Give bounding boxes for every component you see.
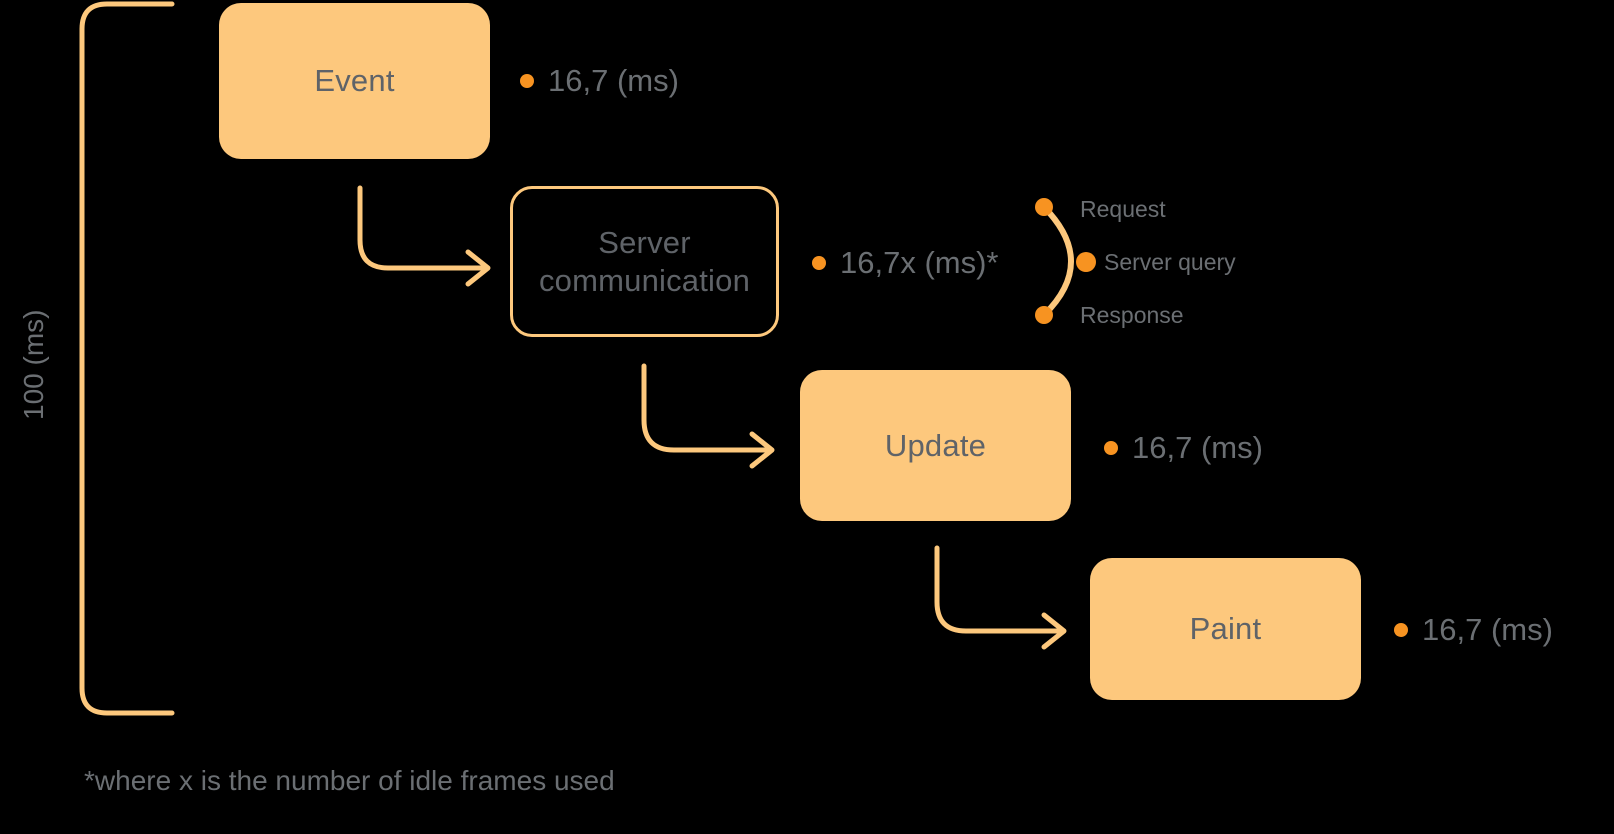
metric-event-value: 16,7 (ms) bbox=[548, 63, 679, 98]
node-paint[interactable]: Paint bbox=[1090, 558, 1361, 700]
metric-server-communication-value: 16,7x (ms)* bbox=[840, 245, 999, 280]
request-dot bbox=[1035, 198, 1053, 216]
server-stage-request-label: Request bbox=[1080, 196, 1166, 222]
metric-server-communication: 16,7x (ms)* bbox=[812, 245, 998, 281]
metric-bullet-dot bbox=[520, 74, 534, 88]
server-stage-response-label: Response bbox=[1080, 302, 1184, 328]
node-server-communication-label: Server communication bbox=[538, 224, 751, 298]
footnote: *where x is the number of idle frames us… bbox=[84, 765, 615, 796]
node-paint-label: Paint bbox=[1189, 611, 1262, 647]
metric-event: 16,7 (ms) bbox=[520, 63, 679, 99]
metric-update: 16,7 (ms) bbox=[1104, 430, 1263, 466]
time-axis-label: 100 (ms) bbox=[18, 309, 49, 420]
node-server-communication[interactable]: Server communication bbox=[510, 186, 779, 337]
connector-event-to-server bbox=[357, 185, 491, 287]
server-stage-server-query-label: Server query bbox=[1104, 249, 1236, 275]
node-update[interactable]: Update bbox=[800, 370, 1071, 521]
server-query-dot bbox=[1076, 252, 1096, 272]
metric-bullet-dot bbox=[1104, 441, 1118, 455]
connector-update-to-paint bbox=[934, 545, 1067, 650]
connector-server-to-update bbox=[641, 363, 775, 469]
metric-paint-value: 16,7 (ms) bbox=[1422, 612, 1553, 647]
node-update-label: Update bbox=[884, 427, 987, 463]
metric-bullet-dot bbox=[812, 256, 826, 270]
response-dot bbox=[1035, 306, 1053, 324]
metric-bullet-dot bbox=[1394, 623, 1408, 637]
time-bracket bbox=[79, 1, 175, 716]
node-event[interactable]: Event bbox=[219, 3, 490, 159]
metric-update-value: 16,7 (ms) bbox=[1132, 430, 1263, 465]
metric-paint: 16,7 (ms) bbox=[1394, 612, 1553, 648]
node-event-label: Event bbox=[314, 63, 395, 99]
